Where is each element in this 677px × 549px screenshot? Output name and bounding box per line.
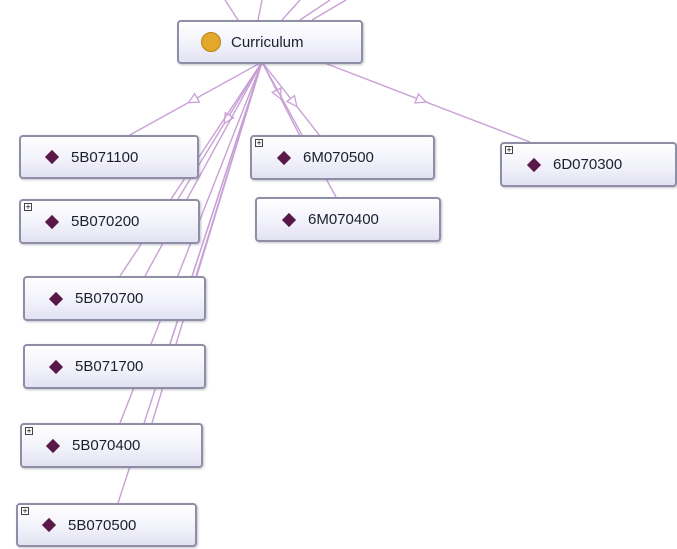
individual-diamond-icon <box>526 157 542 172</box>
node-label: 6D070300 <box>553 156 623 173</box>
node-5b070500[interactable]: + 5B070500 <box>16 503 197 547</box>
node-label: 5B071100 <box>71 148 139 166</box>
subclass-arrowhead-icon <box>271 86 282 101</box>
individual-diamond-icon <box>41 517 57 533</box>
subclass-arrowhead-icon <box>285 94 298 108</box>
expand-icon[interactable]: + <box>505 146 513 154</box>
node-5b070200[interactable]: + 5B070200 <box>19 199 200 244</box>
node-6m070400[interactable]: 6M070400 <box>255 197 441 242</box>
individual-diamond-icon <box>276 150 292 165</box>
node-label: 5B070200 <box>71 213 140 230</box>
curriculum-label: Curriculum <box>231 33 304 51</box>
node-label: 5B070400 <box>72 437 141 454</box>
individual-diamond-icon <box>48 291 64 306</box>
node-6d070300[interactable]: + 6D070300 <box>500 142 677 187</box>
expand-icon[interactable]: + <box>25 427 33 435</box>
node-label: 5B070500 <box>68 516 137 534</box>
node-label: 5B071700 <box>75 358 144 375</box>
individual-diamond-icon <box>44 214 60 229</box>
expand-icon[interactable]: + <box>21 507 29 515</box>
node-6m070500[interactable]: + 6M070500 <box>250 135 435 180</box>
subclass-arrowhead-icon <box>414 92 428 104</box>
node-label: 5B070700 <box>75 290 144 307</box>
edge-line <box>224 0 239 21</box>
edge-line <box>311 0 347 21</box>
individual-diamond-icon <box>48 359 64 374</box>
node-5b070400[interactable]: + 5B070400 <box>20 423 203 468</box>
edge-line <box>257 0 263 21</box>
node-5b071700[interactable]: 5B071700 <box>23 344 206 389</box>
edge-line <box>281 0 301 21</box>
node-label: 6M070400 <box>308 211 379 228</box>
individual-diamond-icon <box>44 149 60 165</box>
class-circle-icon <box>201 32 221 52</box>
expand-icon[interactable]: + <box>255 139 263 147</box>
node-label: 6M070500 <box>303 149 374 166</box>
edge-line <box>299 0 331 21</box>
individual-diamond-icon <box>45 438 61 453</box>
node-5b070700[interactable]: 5B070700 <box>23 276 206 321</box>
expand-icon[interactable]: + <box>24 203 32 211</box>
edge-line <box>195 61 263 277</box>
subclass-arrowhead-icon <box>186 92 201 104</box>
individual-diamond-icon <box>281 212 297 227</box>
node-5b071100[interactable]: 5B071100 <box>19 135 199 179</box>
curriculum-node[interactable]: Curriculum <box>177 20 363 64</box>
